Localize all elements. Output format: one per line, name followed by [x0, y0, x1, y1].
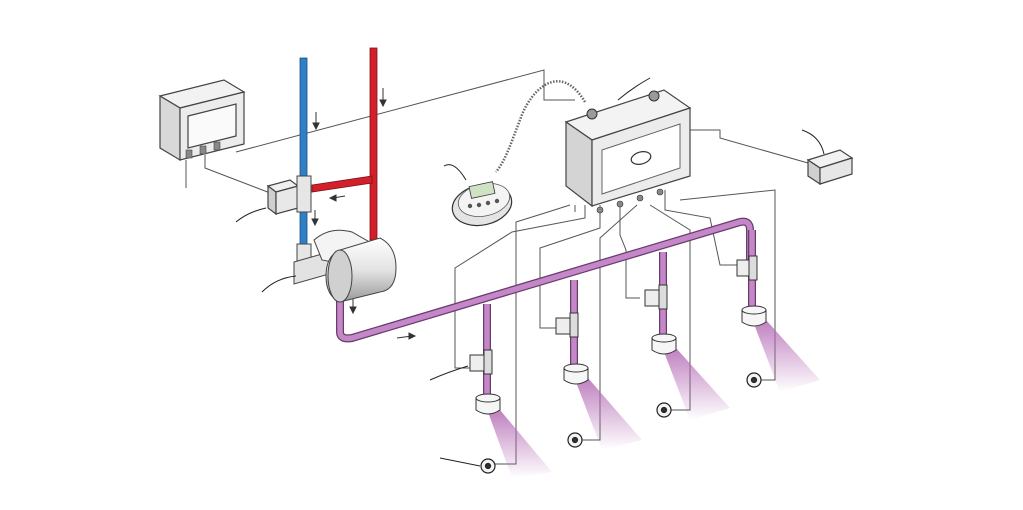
- sensor-icon: [746, 372, 762, 388]
- leader-remote: [443, 164, 467, 181]
- arrow-hot-down: [379, 88, 387, 108]
- solenoid-valve-icon: [736, 255, 758, 281]
- wire-zone2: [539, 205, 601, 329]
- leader-controller: [617, 77, 651, 101]
- spray-cones: [488, 320, 820, 478]
- wire-zone4: [664, 190, 737, 266]
- leader-sensor: [439, 457, 481, 467]
- sensors: [480, 372, 762, 474]
- sensor-icon: [567, 432, 583, 448]
- pipework: [299, 47, 756, 395]
- spray-cone-4: [754, 320, 820, 392]
- sensor-icon: [480, 458, 496, 474]
- arrow-cold-down: [312, 112, 320, 131]
- spray-nozzle-icon: [475, 393, 501, 415]
- wire-sensor3: [649, 204, 691, 411]
- coiled-cable: [495, 80, 587, 173]
- zone-valves: [469, 255, 758, 375]
- spray-cone-1: [488, 410, 552, 478]
- wire-power-to-controller: [235, 69, 575, 153]
- wire-power-to-valve: [204, 155, 279, 197]
- wire-zone1: [454, 205, 586, 369]
- hot-water-pipe: [369, 47, 378, 241]
- arrow-cold-down-2: [311, 210, 319, 227]
- spray-nozzle-icon: [651, 333, 677, 355]
- room-sensor-module-icon: [806, 149, 854, 186]
- handheld-remote-icon: [451, 181, 513, 227]
- nozzles: [475, 305, 767, 415]
- wire-sensor4: [679, 189, 776, 381]
- flow-arrows: [311, 88, 417, 340]
- spray-cone-3: [664, 348, 730, 420]
- leader-sensor-module: [801, 129, 825, 155]
- sensor-icon: [656, 402, 672, 418]
- spray-nozzle-icon: [563, 363, 589, 385]
- leader-mixing-valve: [235, 207, 267, 223]
- solenoid-valve-icon: [555, 312, 579, 338]
- spray-nozzle-icon: [741, 305, 767, 327]
- arrow-mixed-along: [396, 332, 417, 340]
- arrow-crossover: [328, 194, 346, 202]
- solenoid-valve-icon: [644, 284, 668, 310]
- wire-zone3: [619, 205, 640, 299]
- spray-cone-2: [576, 378, 642, 450]
- pump-icon: [293, 229, 397, 303]
- leader-pump: [261, 275, 297, 293]
- control-box-icon: [158, 79, 246, 162]
- solenoid-valve-icon: [469, 349, 493, 375]
- leader-lines: [235, 77, 825, 467]
- controller-icon: [564, 89, 692, 214]
- cold-water-pipe: [299, 57, 308, 261]
- wire-controller-to-sensor: [690, 129, 809, 164]
- wire-sensor2: [578, 204, 638, 441]
- hot-water-crossover: [311, 175, 373, 193]
- mixing-valve-icon: [266, 175, 312, 263]
- leader-zone-valve: [429, 365, 469, 381]
